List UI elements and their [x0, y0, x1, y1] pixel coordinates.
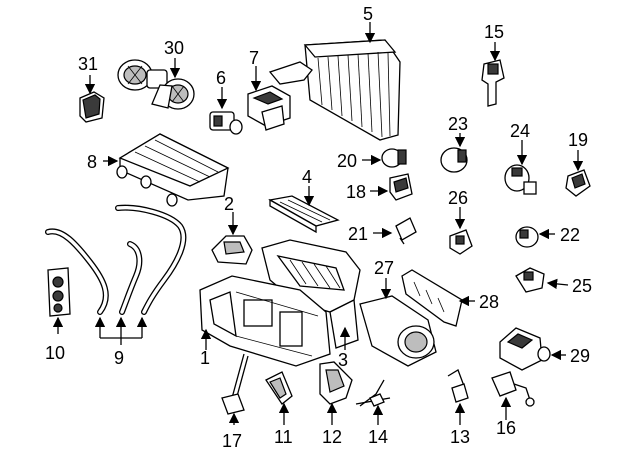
part-29-module — [499, 327, 566, 371]
callout-21: 21 — [348, 224, 368, 244]
callout-4: 4 — [302, 167, 312, 187]
part-26-actuator — [449, 207, 473, 255]
part-9-heater-hoses — [45, 204, 187, 345]
callout-6: 6 — [216, 68, 226, 88]
part-24-actuator — [504, 140, 537, 195]
callout-24: 24 — [510, 121, 530, 141]
part-16-sensor — [491, 371, 535, 420]
part-5-evaporator-core — [268, 22, 401, 141]
part-14-clip — [355, 379, 391, 425]
callout-13: 13 — [450, 427, 470, 447]
callout-26: 26 — [448, 188, 468, 208]
part-10-bracket — [47, 267, 71, 334]
part-4-cabin-air-filter — [268, 186, 340, 234]
part-22-actuator — [515, 226, 555, 248]
callout-9: 9 — [114, 348, 124, 368]
callout-19: 19 — [568, 130, 588, 150]
callout-27: 27 — [374, 258, 394, 278]
callout-1: 1 — [200, 348, 210, 368]
part-31-module — [79, 75, 105, 123]
part-2-duct — [211, 212, 253, 265]
callout-11: 11 — [274, 427, 293, 447]
callout-31: 31 — [78, 54, 98, 74]
callout-14: 14 — [368, 427, 388, 447]
callout-10: 10 — [45, 343, 65, 363]
part-1-main-housing — [199, 275, 331, 367]
part-19-module — [565, 150, 591, 197]
callout-30: 30 — [164, 38, 184, 58]
part-21-sensor — [373, 217, 417, 245]
callout-3: 3 — [338, 350, 348, 370]
callout-23: 23 — [448, 114, 468, 134]
callout-20: 20 — [337, 151, 357, 171]
part-15-sensor — [481, 42, 505, 107]
callout-18: 18 — [346, 182, 366, 202]
callout-29: 29 — [570, 346, 590, 366]
callout-22: 22 — [560, 225, 580, 245]
part-30-blower-motor — [117, 58, 195, 110]
callout-25: 25 — [572, 276, 592, 296]
callout-labels: 1 2 3 4 5 6 7 8 9 10 11 12 13 14 15 16 1… — [45, 4, 592, 451]
part-12-bracket — [319, 361, 353, 425]
part-27-duct — [359, 278, 437, 367]
callout-17: 17 — [222, 431, 242, 451]
part-25-actuator — [515, 267, 569, 293]
callout-2: 2 — [224, 194, 234, 214]
part-20-sensor — [362, 148, 407, 168]
callout-12: 12 — [322, 427, 342, 447]
callout-28: 28 — [479, 292, 499, 312]
part-8-heater-core — [103, 133, 230, 207]
part-18-connector — [370, 173, 413, 201]
callout-7: 7 — [249, 48, 259, 68]
callout-16: 16 — [496, 418, 516, 438]
part-23-actuator — [440, 133, 468, 173]
part-17-link-rod — [221, 353, 249, 425]
callout-8: 8 — [87, 152, 97, 172]
callout-5: 5 — [363, 4, 373, 24]
part-6-actuator — [209, 87, 243, 135]
part-13-linkage — [447, 369, 469, 425]
part-3-upper-housing — [261, 239, 361, 350]
part-28-bracket — [401, 269, 475, 327]
part-7-blower-resistor — [247, 66, 291, 131]
part-11-lever — [265, 371, 293, 425]
callout-15: 15 — [484, 22, 504, 42]
evaporator-fins — [317, 51, 391, 138]
